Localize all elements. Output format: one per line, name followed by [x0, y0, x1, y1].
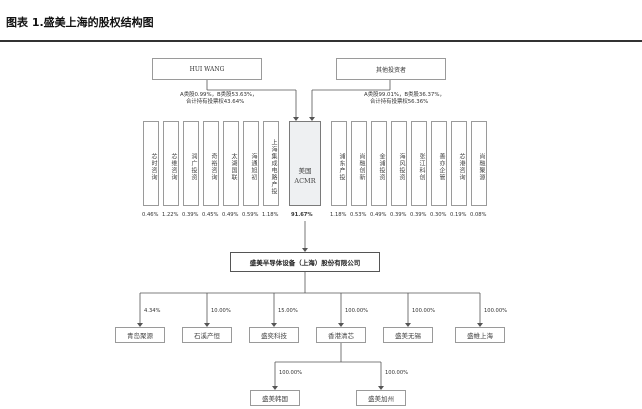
pct-shanghai-ic: 1.18% [262, 212, 279, 218]
hui-wang-voting-note: A类股0.99%，B类股53.63%， 合计持有投票权43.64% [180, 92, 258, 105]
shareholder-acmr: 美国 ACMR [289, 121, 321, 206]
acmr-label-line1: 美国 [298, 167, 312, 175]
pct-xinshi: 0.46% [142, 212, 159, 218]
shareholder-taihu: 太湖国联 [223, 121, 239, 206]
pct-california: 100.00% [385, 370, 409, 376]
shareholder-haifeng: 海风投资 [391, 121, 407, 206]
pct-sub-qingdao: 4.34% [144, 308, 161, 314]
pct-jinpu: 0.49% [370, 212, 387, 218]
shareholder-qiyu: 奇裕咨询 [203, 121, 219, 206]
page-title: 图表 1.盛美上海的股权结构图 [6, 16, 154, 29]
pct-sub-shixi: 10.00% [211, 308, 231, 314]
title-divider [0, 40, 642, 42]
owner-other-investors: 其他投资者 [336, 58, 446, 80]
pct-haifeng: 0.39% [390, 212, 407, 218]
center-company: 盛美半导体设备（上海）股份有限公司 [230, 252, 380, 272]
shareholder-shangrong-chuangxin: 尚融创新 [351, 121, 367, 206]
pct-zhangjiang: 0.39% [410, 212, 427, 218]
pct-korea: 100.00% [279, 370, 303, 376]
shareholder-shanyi: 善亦企管 [431, 121, 447, 206]
shareholder-pudong: 浦东产投 [331, 121, 347, 206]
subsidiary-wuxi: 盛美无锡 [383, 327, 433, 343]
shareholder-zhangjiang: 张江科创 [411, 121, 427, 206]
pct-acmr: 91.67% [291, 212, 313, 218]
pct-runguang: 0.39% [182, 212, 199, 218]
subsidiary-hk-qingxin: 香港清芯 [316, 327, 366, 343]
pct-sub-wuxi: 100.00% [412, 308, 436, 314]
shareholder-xingang: 芯港咨询 [451, 121, 467, 206]
pct-qiyu: 0.45% [202, 212, 219, 218]
subsidiary-qingdao: 青岛聚源 [115, 327, 165, 343]
sub-subsidiary-korea: 盛美韩国 [250, 390, 300, 406]
pct-pudong: 1.18% [330, 212, 347, 218]
shareholder-xinwei: 芯维咨询 [163, 121, 179, 206]
subsidiary-shixi: 石溪产恒 [182, 327, 232, 343]
shareholder-xinshi: 芯时咨询 [143, 121, 159, 206]
pct-xinwei: 1.22% [162, 212, 179, 218]
pct-sub-shengwei: 100.00% [484, 308, 508, 314]
acmr-label-line2: ACMR [294, 177, 316, 185]
pct-taihu: 0.49% [222, 212, 239, 218]
pct-sub-hk: 100.00% [345, 308, 369, 314]
shareholder-shanghai-ic: 上海集成电路产投 [263, 121, 279, 206]
pct-shanyi: 0.30% [430, 212, 447, 218]
other-investors-voting-note: A类股99.01%，B类股36.37%， 合计持有投票权56.36% [364, 92, 445, 105]
shareholder-shangrong-juyuan: 尚融聚源 [471, 121, 487, 206]
sub-subsidiary-california: 盛美加州 [356, 390, 406, 406]
pct-haitong: 0.59% [242, 212, 259, 218]
shareholder-jinpu: 金浦投资 [371, 121, 387, 206]
pct-shangrong-juyuan: 0.08% [470, 212, 487, 218]
pct-shangrong-chuangxin: 0.53% [350, 212, 367, 218]
owner-hui-wang: HUI WANG [152, 58, 262, 80]
subsidiary-shengwei: 盛帷上海 [455, 327, 505, 343]
shareholder-runguang: 润广投资 [183, 121, 199, 206]
subsidiary-shengyi: 盛奕科技 [249, 327, 299, 343]
shareholder-haitong: 海通旭初 [243, 121, 259, 206]
pct-xingang: 0.19% [450, 212, 467, 218]
pct-sub-shengyi: 15.00% [278, 308, 298, 314]
